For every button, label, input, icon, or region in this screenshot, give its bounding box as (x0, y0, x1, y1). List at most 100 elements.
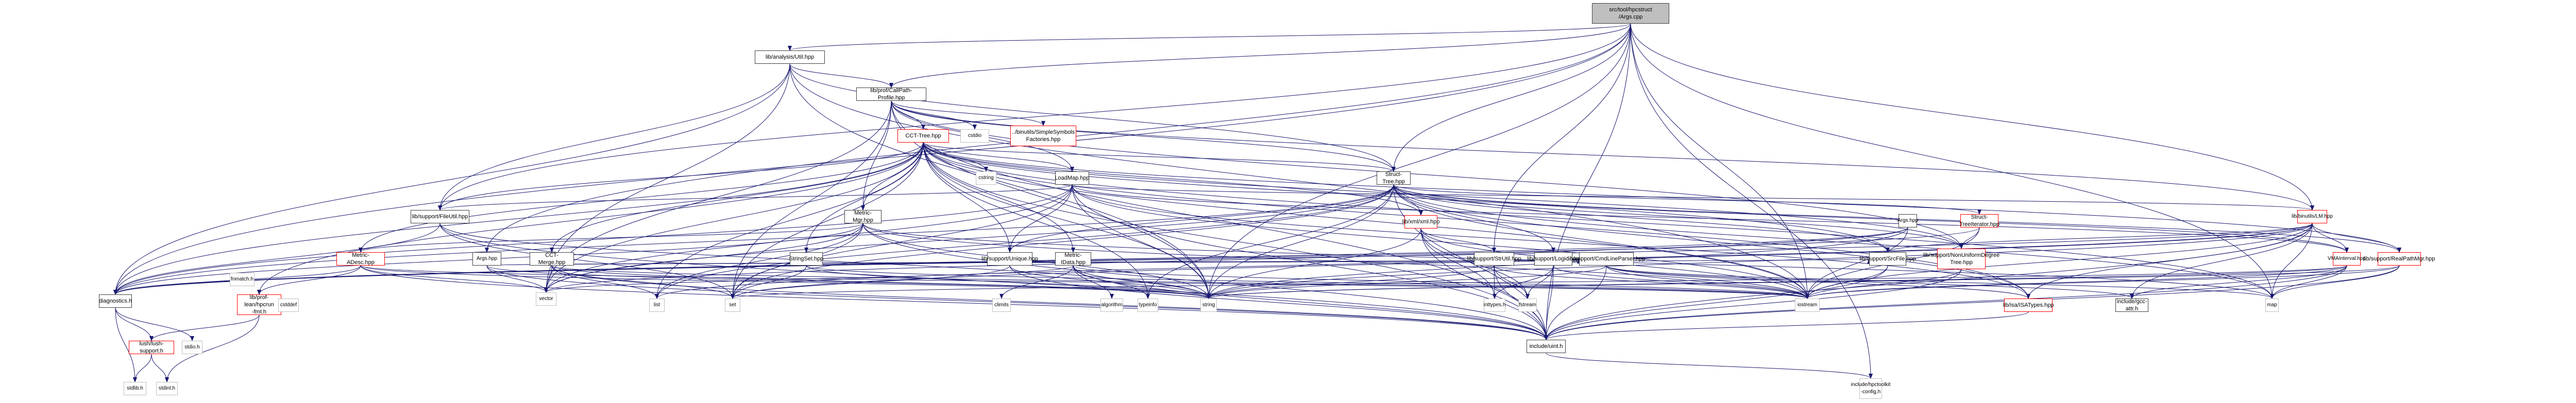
edge-logic-to-iostream (1553, 265, 1809, 299)
edge-cctmerge-to-string (551, 265, 1211, 299)
node-stdint[interactable]: stdint.h (156, 382, 178, 395)
edge-nonuniform-to-uint (1544, 269, 1962, 340)
node-root[interactable]: src/tool/hpcstruct /Args.cpp (1592, 3, 1669, 24)
node-metricadesc[interactable]: Metric-ADesc.hpp (336, 252, 385, 266)
edge-root-to-structtree (1392, 23, 1631, 172)
node-xml[interactable]: lib/xml/xml.hpp (1402, 215, 1439, 229)
edge-strutil-to-fstream (1494, 265, 1530, 299)
node-iostream[interactable]: iostream (1795, 299, 1820, 312)
node-stringset[interactable]: StringSet.hpp (789, 252, 823, 266)
node-realpath[interactable]: lib/support/RealPathMgr.hpp (2364, 252, 2435, 266)
edge-srcfile-to-uint (1544, 265, 1888, 340)
node-stdlib[interactable]: stdlib.h (124, 382, 146, 395)
node-metricmgr[interactable]: Metric-Mgr.hpp (844, 210, 882, 223)
node-cstdio[interactable]: cstdio (960, 129, 989, 143)
edge-srcfile-to-iostream (1805, 265, 1888, 299)
node-strutil[interactable]: lib/support/StrUtil.hpp (1467, 252, 1521, 266)
node-cctmerge[interactable]: CCT-Merge.hpp (530, 252, 574, 266)
node-string[interactable]: string (1200, 299, 1217, 312)
node-lush[interactable]: lush/lush-support.h (129, 341, 174, 354)
edge-xml-to-string (1207, 228, 1421, 299)
node-stdio[interactable]: stdio.h (182, 341, 202, 354)
node-algorithm[interactable]: algorithm (1100, 299, 1123, 312)
edge-realpath-to-iostream (1805, 265, 2400, 299)
node-hpcrunfmt[interactable]: lib/prof-lean/hpcrun -fmt.h (237, 294, 281, 315)
node-fnmatch[interactable]: fnmatch.h (230, 273, 255, 286)
node-config[interactable]: include/hpctoolkit -config.h (1851, 378, 1890, 399)
edge-structtree-to-logic (1393, 184, 1555, 253)
edge-logic-to-uint (1544, 265, 1554, 340)
edge-realpath-to-string (1207, 265, 2400, 299)
edge-ccttree-to-realpath (923, 142, 2401, 253)
node-list[interactable]: list (649, 299, 665, 312)
node-fileutil[interactable]: lib/support/FileUtil.hpp (411, 210, 469, 223)
node-structtree[interactable]: Struct-Tree.hpp (1377, 171, 1411, 185)
edge-util-to-diagnostics (113, 63, 790, 295)
edge-root-to-iostream (1630, 23, 1809, 299)
edge-realpath-to-uint (1544, 265, 2400, 340)
edge-lm-to-vmainterval (2312, 223, 2349, 253)
edge-hpcrunfmt-to-stdint (165, 314, 260, 382)
edge-structtree-to-srcfile (1393, 184, 1890, 253)
node-vmainterval[interactable]: VMAInterval.hpp (2328, 252, 2366, 266)
edge-vmainterval-to-iostream (1805, 265, 2347, 299)
node-gccattr[interactable]: include/gcc-attr.h (2115, 299, 2148, 312)
node-args[interactable]: Args.hpp (1897, 214, 1918, 227)
node-inttypes[interactable]: inttypes.h (1484, 299, 1505, 312)
edge-ccttree-to-nonuniform (923, 142, 1963, 249)
node-simplesym[interactable]: ../binutils/SimpleSymbols Factories.hpp (1010, 126, 1076, 146)
edge-vmainterval-to-set (731, 265, 2347, 299)
edge-metricadesc-to-iostream (360, 265, 1809, 299)
node-cmdline[interactable]: lib/support/CmdLineParser.hpp (1567, 252, 1646, 266)
node-isatypes[interactable]: lib/isa/ISATypes.hpp (2003, 299, 2054, 312)
edge-util-to-iostream (789, 63, 1809, 299)
node-climits[interactable]: climits (992, 299, 1011, 312)
edge-root-to-uint (1544, 23, 1631, 340)
node-logic[interactable]: lib/support/Logic.hpp (1527, 252, 1580, 266)
edge-root-to-util (788, 23, 1631, 51)
edge-nonuniform-to-iostream (1805, 269, 1962, 299)
edge-cpprof-to-metricmgr (861, 100, 892, 211)
edge-loadmap-to-lm (1072, 184, 2314, 211)
node-cstring[interactable]: cstring (976, 171, 996, 185)
node-set[interactable]: set (725, 299, 740, 312)
node-ccttree[interactable]: CCT-Tree.hpp (897, 129, 949, 143)
node-typeinfo[interactable]: typeinfo (1138, 299, 1158, 312)
edge-root-to-strutil (1492, 23, 1631, 253)
node-nonuniform[interactable]: lib/support/NonUniformDegree Tree.hpp (1923, 249, 1999, 269)
edge-loadmap-to-fileutil (438, 184, 1073, 211)
edge-lm-to-srcfile (1886, 223, 2313, 253)
node-util[interactable]: lib/analysis/Util.hpp (755, 50, 825, 64)
node-metricidata[interactable]: Metric-IData.hpp (1055, 252, 1091, 266)
node-fstream[interactable]: fstream (1518, 299, 1537, 312)
node-cstddef[interactable]: cstddef (278, 299, 299, 312)
node-uint[interactable]: include/uint.h (1527, 340, 1566, 353)
edge-metricidata-to-iostream (1073, 265, 1809, 299)
node-hpcargs[interactable]: Args.hpp (472, 252, 501, 266)
edge-root-to-string (1207, 23, 1631, 299)
node-vector[interactable]: vector (536, 292, 556, 306)
edge-cpprof-to-simplesym (891, 100, 1045, 126)
edge-metricidata-to-string (1073, 265, 1211, 299)
edge-fileutil-to-string (439, 223, 1211, 299)
edge-ccttree-to-xml (923, 142, 1423, 216)
edge-loadmap-to-string (1072, 184, 1211, 299)
node-unique[interactable]: lib/support/Unique.hpp (981, 252, 1038, 266)
edge-ccttree-to-unique (923, 142, 1012, 253)
edge-structtree-to-nonuniform (1393, 184, 1963, 249)
edge-structtree-to-diagnostics (113, 184, 1394, 295)
node-cpprof[interactable]: lib/prof/CallPath-Profile.hpp (856, 87, 926, 101)
edge-metricmgr-to-vector (544, 223, 863, 293)
edge-root-to-lm (1630, 23, 2314, 211)
edge-lush-to-stdlib (133, 354, 152, 382)
edge-lm-to-gccattr (2130, 223, 2313, 299)
edge-metricmgr-to-list (655, 223, 863, 299)
node-map[interactable]: map (2265, 299, 2279, 312)
node-diagnostics[interactable]: diagnostics.h (99, 294, 132, 308)
node-srcfile[interactable]: lib/support/SrcFile.hpp (1859, 252, 1916, 266)
edge-fileutil-to-diagnostics (113, 223, 440, 295)
node-loadmap[interactable]: LoadMap.hpp (1055, 171, 1090, 185)
edge-lm-to-realpath (2312, 223, 2401, 253)
node-lm[interactable]: lib/binutils/LM.hpp (2292, 210, 2333, 223)
node-structiter[interactable]: Struct-TreeIterator.hpp (1959, 214, 1999, 227)
